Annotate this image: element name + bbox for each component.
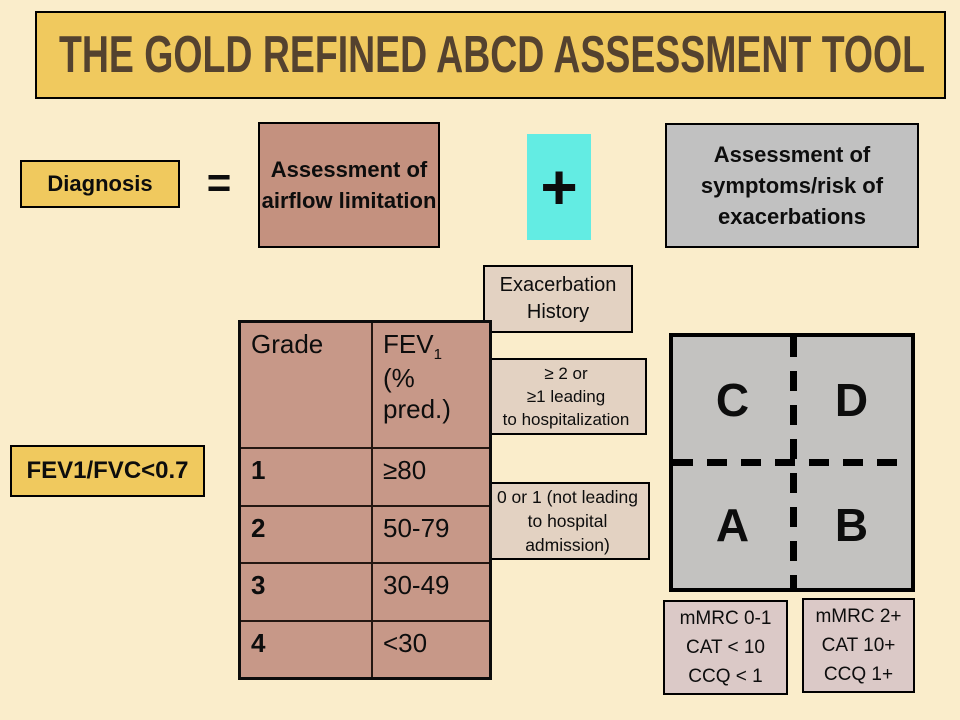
- airflow-assessment-box: Assessment of airflow limitation: [258, 122, 440, 248]
- plus-sign: +: [540, 151, 578, 223]
- abcd-quadrant-grid: C D A B: [669, 333, 915, 592]
- grade-cell: 4: [238, 619, 373, 680]
- cat-high-line: CAT 10+: [821, 635, 896, 656]
- quadrant-c-label: C: [715, 373, 750, 426]
- grade-table-wrapper: Grade FEV1(% pred.) 1 ≥80 2 50-79 3 30-4…: [238, 320, 492, 680]
- low-risk-box: 0 or 1 (not leading to hospital admissio…: [485, 482, 650, 560]
- fev-value-cell: <30: [371, 619, 492, 680]
- fev-value-cell: ≥80: [371, 447, 492, 507]
- grade-cell: 2: [238, 504, 373, 565]
- ccq-low-line: CCQ < 1: [688, 666, 763, 687]
- mmrc-high-line: mMRC 2+: [815, 606, 902, 627]
- fev-header-rest: (% pred.): [383, 363, 451, 425]
- grade-cell: 1: [238, 447, 373, 507]
- title-banner: THE GOLD REFINED ABCD ASSESSMENT TOOL: [35, 11, 946, 99]
- symptoms-assessment-label: Assessment of symptoms/risk of exacerbat…: [700, 142, 884, 229]
- diagnosis-label: Diagnosis: [47, 171, 153, 196]
- symptoms-assessment-box: Assessment of symptoms/risk of exacerbat…: [665, 123, 919, 248]
- quadrant-b-label: B: [834, 499, 869, 552]
- fev-fvc-criteria-box: FEV1/FVC<0.7: [10, 445, 205, 497]
- grade-header-cell: Grade: [238, 320, 373, 450]
- high-risk-box: ≥ 2 or ≥1 leading to hospitalization: [485, 358, 647, 435]
- fev-value-cell: 50-79: [371, 504, 492, 565]
- plus-box: +: [527, 134, 591, 240]
- low-risk-line: admission): [525, 535, 610, 555]
- cat-low-line: CAT < 10: [685, 637, 766, 658]
- high-risk-line: to hospitalization: [502, 410, 630, 429]
- exacerbation-history-label: Exacerbation History: [499, 274, 617, 323]
- low-risk-line: 0 or 1 (not leading: [496, 487, 639, 507]
- ccq-high-line: CCQ 1+: [823, 664, 894, 685]
- high-risk-line: ≥1 leading: [526, 387, 606, 406]
- fev-header-cell: FEV1(% pred.): [371, 320, 492, 450]
- mmrc-high-symptoms-box: mMRC 2+ CAT 10+ CCQ 1+: [802, 598, 915, 693]
- grade-table-row: 2 50-79: [238, 504, 492, 565]
- diagnosis-box: Diagnosis: [20, 160, 180, 208]
- quadrant-a-label: A: [715, 499, 750, 552]
- grade-table: Grade FEV1(% pred.) 1 ≥80 2 50-79 3 30-4…: [238, 320, 492, 680]
- mmrc-low-symptoms-box: mMRC 0-1 CAT < 10 CCQ < 1: [663, 600, 788, 695]
- quadrant-d-label: D: [834, 373, 869, 426]
- high-risk-line: ≥ 2 or: [544, 364, 588, 383]
- grade-table-row: 4 <30: [238, 619, 492, 680]
- slide-title: THE GOLD REFINED ABCD ASSESSMENT TOOL: [59, 26, 926, 84]
- mmrc-low-line: mMRC 0-1: [679, 608, 772, 629]
- fev-header-subscript: 1: [433, 346, 442, 364]
- grade-table-row: 3 30-49: [238, 562, 492, 622]
- equals-sign: =: [206, 159, 232, 206]
- grade-cell: 3: [238, 562, 373, 622]
- low-risk-line: to hospital: [527, 511, 608, 531]
- airflow-assessment-label: Assessment of airflow limitation: [261, 157, 437, 213]
- fev-value-cell: 30-49: [371, 562, 492, 622]
- exacerbation-history-box: Exacerbation History: [483, 265, 633, 333]
- grade-table-row: 1 ≥80: [238, 447, 492, 507]
- grade-table-header-row: Grade FEV1(% pred.): [238, 320, 492, 450]
- horizontal-dashed-divider: [673, 459, 911, 466]
- fev-fvc-label: FEV1/FVC<0.7: [26, 457, 189, 484]
- fev-header-base: FEV: [383, 329, 434, 359]
